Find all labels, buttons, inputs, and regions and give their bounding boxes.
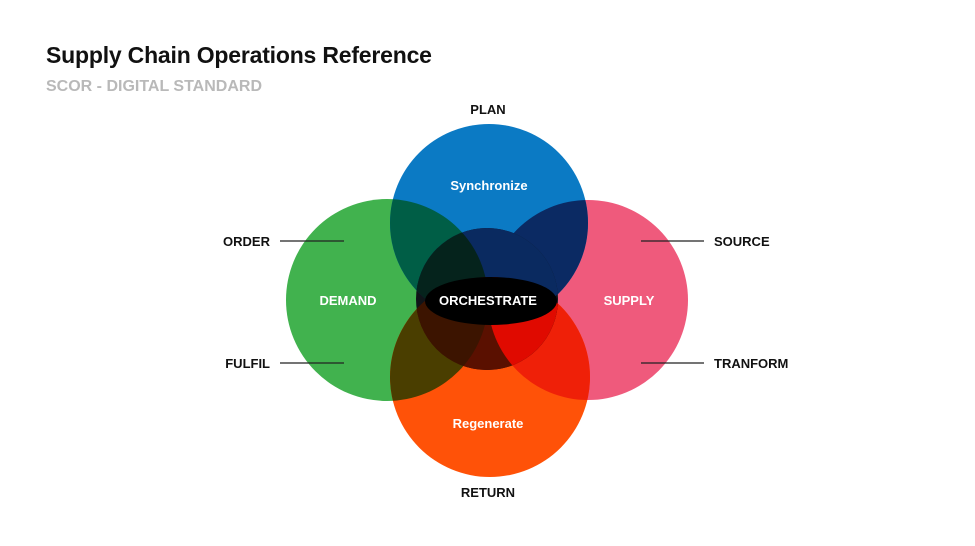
order-label: ORDER	[223, 234, 271, 249]
page-title: Supply Chain Operations Reference	[46, 42, 432, 68]
plan-label: PLAN	[470, 102, 505, 117]
supply-label: SUPPLY	[604, 293, 655, 308]
demand-label: DEMAND	[319, 293, 376, 308]
source-label: SOURCE	[714, 234, 770, 249]
tranform-label: TRANFORM	[714, 356, 788, 371]
return-label: RETURN	[461, 485, 515, 500]
fulfil-label: FULFIL	[225, 356, 270, 371]
return-demand-overlap	[390, 277, 488, 401]
regenerate-label: Regenerate	[453, 416, 524, 431]
page-subtitle: SCOR - DIGITAL STANDARD	[46, 78, 262, 95]
orchestrate-label: ORCHESTRATE	[439, 293, 537, 308]
synchronize-label: Synchronize	[450, 178, 527, 193]
